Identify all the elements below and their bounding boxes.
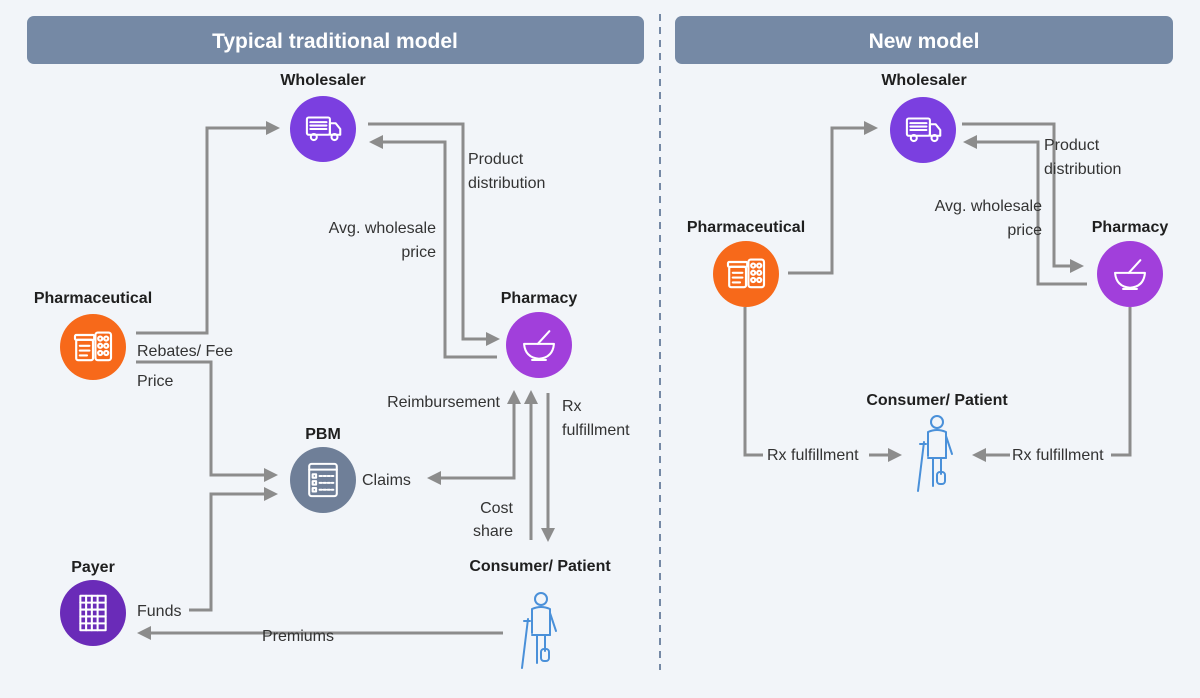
trad-label-fulfillment: fulfillment — [562, 422, 630, 439]
traditional-model-header: Typical traditional model — [27, 16, 644, 64]
new-label-price-awp: price — [1007, 222, 1042, 239]
patient-icon — [917, 415, 953, 492]
trad-label-price-awp: price — [401, 244, 436, 261]
new-label-distribution: distribution — [1044, 161, 1121, 178]
trad-wholesaler-node — [290, 96, 356, 162]
trad-pharmacy-node — [506, 312, 572, 378]
new-label-avg-wholesale: Avg. wholesale — [935, 198, 1042, 215]
trad-label-share: share — [473, 523, 513, 540]
trad-label-funds: Funds — [137, 603, 181, 620]
trad-payer-node — [60, 580, 126, 646]
trad-label-premiums: Premiums — [262, 628, 334, 645]
trad-pharmacy-title: Pharmacy — [501, 290, 578, 307]
trad-pbm-node — [290, 447, 356, 513]
new-pharmaceutical-node — [713, 241, 779, 307]
trad-label-avg-wholesale: Avg. wholesale — [329, 220, 436, 237]
traditional-model-title: Typical traditional model — [212, 30, 458, 53]
trad-label-rx: Rx — [562, 398, 582, 415]
trad-pharmaceutical-node — [60, 314, 126, 380]
new-wholesaler-title: Wholesaler — [881, 72, 966, 89]
new-consumer-patient-node — [917, 415, 953, 492]
new-pharmacy-node — [1097, 241, 1163, 307]
trad-payer-title: Payer — [71, 559, 115, 576]
trad-label-cost: Cost — [480, 500, 513, 517]
new-model-header: New model — [675, 16, 1173, 64]
new-label-product: Product — [1044, 137, 1100, 154]
trad-label-claims: Claims — [362, 472, 411, 489]
traditional-connectors — [136, 121, 555, 640]
trad-pbm-title: PBM — [305, 426, 341, 443]
trad-pharmaceutical-title: Pharmaceutical — [34, 290, 152, 307]
new-pharmaceutical-title: Pharmaceutical — [687, 219, 805, 236]
patient-icon — [521, 592, 557, 669]
new-label-rx-fulfillment-right: Rx fulfillment — [1012, 447, 1104, 464]
trad-consumer-patient-title: Consumer/ Patient — [469, 558, 611, 575]
trad-wholesaler-title: Wholesaler — [280, 72, 365, 89]
new-pharmacy-title: Pharmacy — [1092, 219, 1169, 236]
trad-label-distribution: distribution — [468, 175, 545, 192]
trad-label-reimbursement: Reimbursement — [387, 394, 500, 411]
new-label-rx-fulfillment-left: Rx fulfillment — [767, 447, 859, 464]
new-model-connectors — [743, 121, 1132, 462]
trad-consumer-patient-node — [521, 592, 557, 669]
trad-label-price: Price — [137, 373, 174, 390]
trad-label-rebates-fee: Rebates/ Fee — [137, 343, 233, 360]
new-consumer-patient-title: Consumer/ Patient — [866, 392, 1008, 409]
trad-label-product: Product — [468, 151, 524, 168]
new-wholesaler-node — [890, 97, 956, 163]
new-model-title: New model — [869, 30, 980, 53]
